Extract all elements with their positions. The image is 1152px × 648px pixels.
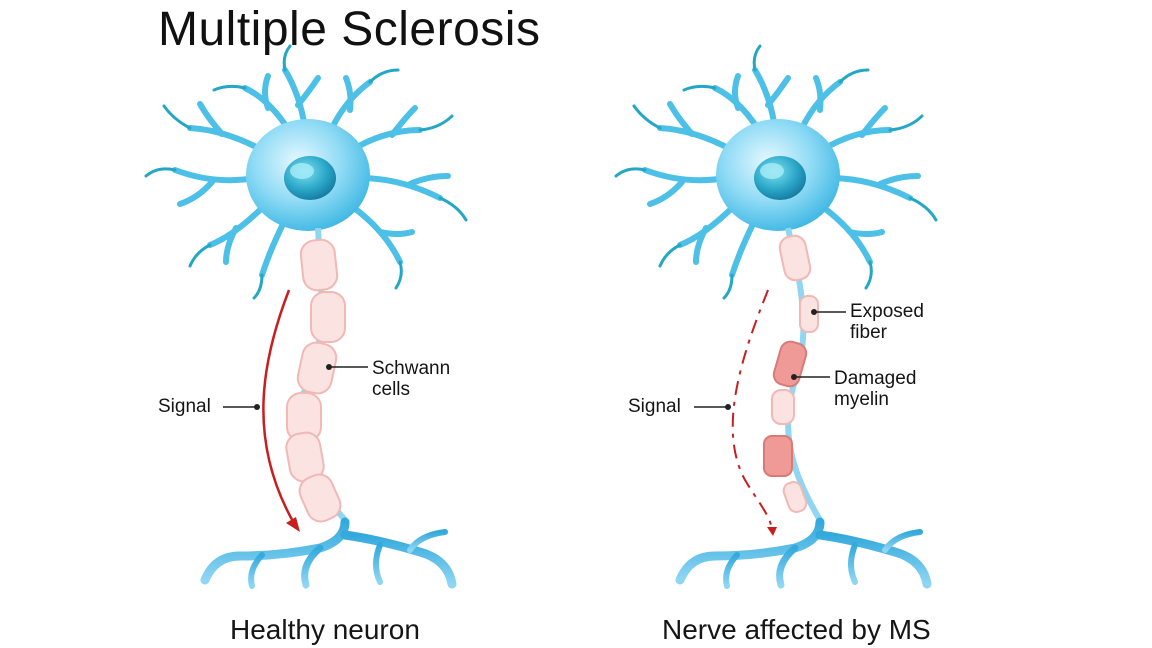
schwann-cells-label: Schwann cells (372, 358, 450, 400)
schwann-label-line1: Schwann (372, 358, 451, 379)
healthy-nucleus (284, 156, 336, 200)
ms-myelin-sheath (763, 234, 819, 513)
ms-signal-label: Signal (628, 396, 681, 417)
healthy-caption: Healthy neuron (230, 614, 420, 645)
damaged-label-line2: myelin (834, 389, 889, 410)
healthy-signal-label: Signal (158, 396, 211, 417)
healthy-myelin-sheath (285, 238, 346, 523)
healthy-signal-arrowhead (286, 517, 300, 532)
ms-neuron (614, 44, 938, 589)
schwann-label-line2: cells (372, 379, 411, 400)
damaged-label-line1: Damaged (834, 368, 917, 389)
ms-caption: Nerve affected by MS (662, 614, 931, 645)
exposed-label-line2: fiber (850, 322, 887, 343)
damaged-myelin-label: Damaged myelin (834, 368, 916, 410)
ms-signal-path (731, 289, 773, 531)
diagram-title: Multiple Sclerosis (158, 3, 541, 56)
ms-signal-arrowhead (767, 527, 777, 536)
healthy-neuron (144, 44, 468, 589)
ms-dendrites (614, 44, 938, 300)
ms-nucleus (754, 156, 806, 200)
ms-axon-terminal (675, 517, 932, 589)
damaged-myelin-segment-2 (763, 435, 793, 477)
exposed-label-line1: Exposed (850, 301, 924, 322)
healthy-axon-terminal (200, 517, 457, 589)
exposed-fiber-label: Exposed fiber (850, 301, 924, 343)
damaged-myelin-segment (772, 340, 808, 388)
healthy-signal-path (262, 289, 297, 526)
